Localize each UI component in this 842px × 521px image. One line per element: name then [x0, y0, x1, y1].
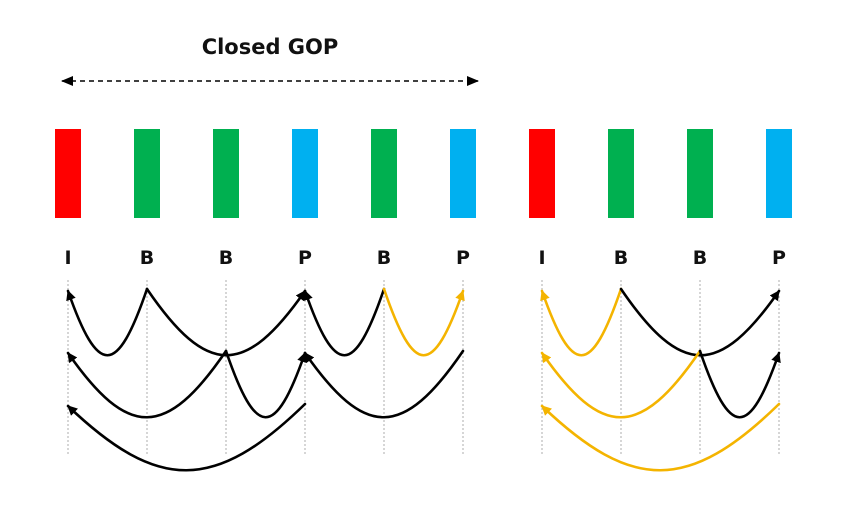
reference-arrow-8-to-9 [698, 349, 781, 419]
frame-label-2: B [219, 247, 233, 269]
frame-label-4: B [377, 247, 391, 269]
frame-bars [55, 129, 792, 218]
reference-arrow-2-to-0 [66, 349, 228, 419]
reference-arrow-4-to-5 [382, 287, 465, 357]
reference-arrow-7-to-9 [619, 287, 781, 357]
frame-label-9: P [772, 247, 786, 269]
frame-label-7: B [614, 247, 628, 269]
frame-bar-b-4 [371, 129, 397, 218]
frame-bar-b-1 [134, 129, 160, 218]
reference-arrow-1-to-3 [145, 287, 307, 357]
frame-label-5: P [456, 247, 470, 269]
reference-arrow-7-to-6 [540, 287, 623, 357]
frame-bar-p-9 [766, 129, 792, 218]
reference-arrow-4-to-3 [303, 287, 386, 357]
frame-bar-b-7 [608, 129, 634, 218]
frame-label-8: B [693, 247, 707, 269]
reference-arrow-1-to-0 [66, 287, 149, 357]
gop-title: Closed GOP [202, 35, 339, 59]
reference-arrow-8-to-6 [540, 349, 702, 419]
frame-bar-p-3 [292, 129, 318, 218]
frame-label-0: I [64, 247, 71, 269]
frame-bar-b-2 [213, 129, 239, 218]
frame-bar-i-0 [55, 129, 81, 218]
frame-bar-p-5 [450, 129, 476, 218]
frame-label-3: P [298, 247, 312, 269]
frame-bar-b-8 [687, 129, 713, 218]
guide-lines [67, 280, 780, 455]
reference-arrow-2-to-3 [224, 349, 307, 419]
reference-arrows [66, 287, 781, 472]
reference-arrow-3-to-0 [66, 402, 307, 472]
frame-label-1: B [140, 247, 154, 269]
frame-label-6: I [538, 247, 545, 269]
reference-arrow-9-to-6 [540, 402, 781, 472]
frame-bar-i-6 [529, 129, 555, 218]
reference-arrow-5-to-3 [303, 349, 465, 419]
